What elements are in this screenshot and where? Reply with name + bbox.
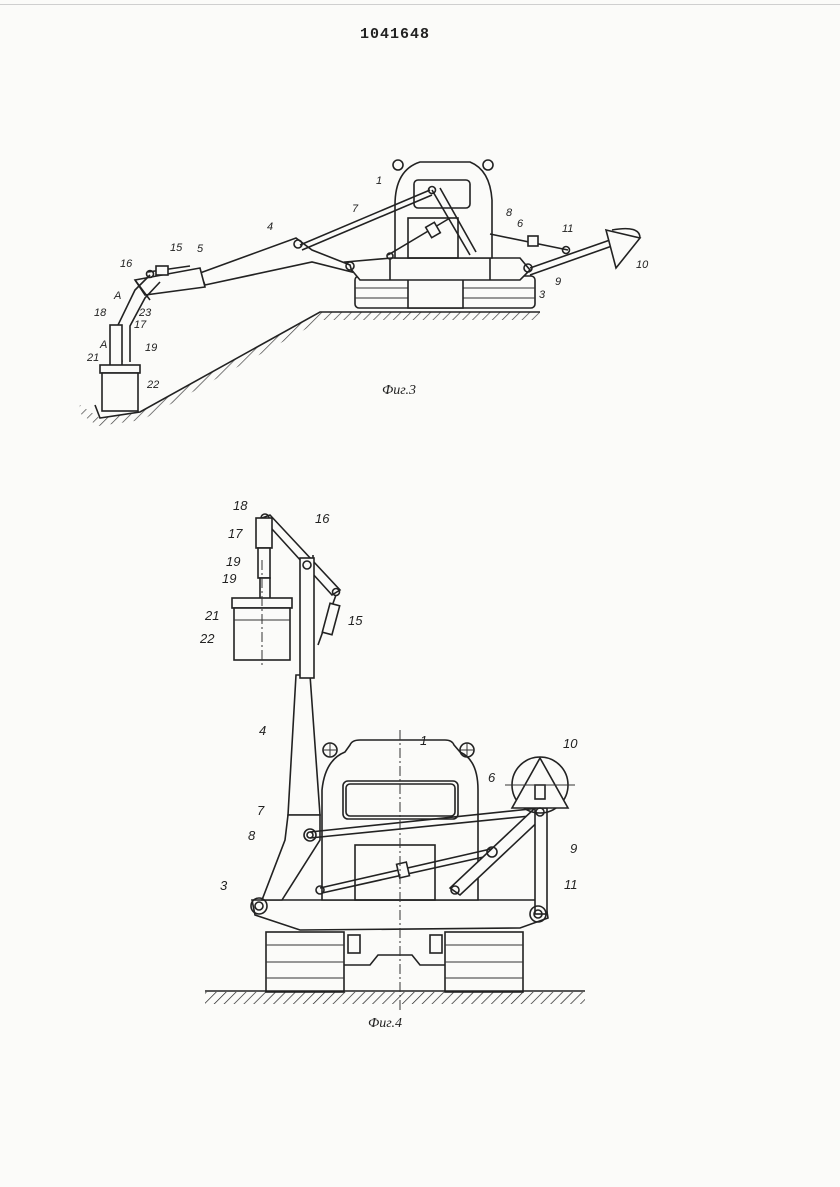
track-fig3	[354, 275, 536, 309]
svg-text:4: 4	[259, 723, 266, 738]
svg-text:8: 8	[506, 207, 513, 219]
unit-10-fig3	[604, 228, 642, 270]
svg-text:18: 18	[233, 498, 248, 513]
svg-text:3: 3	[220, 878, 228, 893]
svg-text:8: 8	[248, 828, 256, 843]
figure-3: 1 7 8 6 11 10 9 3 4 5 15 16 A 18 23 17 A…	[78, 159, 649, 426]
bucket-22-fig3	[101, 372, 139, 412]
svg-text:21: 21	[204, 608, 219, 623]
svg-text:15: 15	[348, 613, 363, 628]
svg-text:11: 11	[564, 877, 578, 892]
post-fig4	[299, 557, 315, 679]
svg-text:17: 17	[228, 526, 243, 541]
svg-text:6: 6	[517, 218, 524, 230]
patent-number: 1041648	[360, 26, 431, 43]
figure-3-caption: Фиг.3	[382, 383, 416, 398]
track-fig4	[265, 931, 524, 993]
ground-fig4	[205, 990, 585, 1004]
page-top-border	[0, 4, 840, 5]
cylinder-15-fig3	[147, 265, 191, 273]
figure-4: 1 4 7 8 3 6 10 9 11 18 16 17 19 19 21 22…	[199, 498, 585, 1031]
arm-9-fig3	[529, 239, 611, 269]
labels-fig3: 1 7 8 6 11 10 9 3 4 5 15 16 A 18 23 17 A…	[86, 175, 649, 398]
svg-text:1: 1	[376, 175, 382, 187]
telescope-17-fig3	[109, 324, 123, 368]
svg-text:A: A	[113, 290, 121, 302]
svg-text:22: 22	[199, 631, 215, 646]
svg-text:21: 21	[86, 352, 99, 364]
cylinder-8-fig3	[387, 217, 451, 256]
svg-text:6: 6	[488, 770, 496, 785]
figure-4-caption: Фиг.4	[368, 1016, 402, 1031]
svg-text:19: 19	[145, 342, 157, 354]
svg-text:9: 9	[555, 276, 561, 288]
svg-text:1: 1	[420, 733, 427, 748]
ground-fig3	[78, 311, 540, 426]
telescope-17-fig4	[255, 517, 273, 601]
boom-4-fig4	[260, 555, 321, 901]
svg-text:7: 7	[352, 203, 359, 215]
cylinder-15-fig4	[317, 594, 341, 646]
svg-text:A: A	[99, 339, 107, 351]
svg-text:17: 17	[134, 319, 147, 331]
svg-text:15: 15	[170, 242, 183, 254]
strut-6-fig3	[431, 189, 471, 256]
svg-text:18: 18	[94, 307, 107, 319]
svg-text:16: 16	[120, 258, 133, 270]
rod-7-fig4	[309, 807, 541, 833]
labels-fig4: 1 4 7 8 3 6 10 9 11 18 16 17 19 19 21 22…	[199, 498, 578, 1031]
arm-9-fig4	[534, 807, 548, 915]
svg-text:19: 19	[222, 571, 236, 586]
svg-text:4: 4	[267, 221, 273, 233]
rod-7-fig3	[299, 189, 431, 246]
svg-text:19: 19	[226, 554, 240, 569]
svg-text:9: 9	[570, 841, 577, 856]
svg-text:5: 5	[197, 243, 204, 255]
pivots-fig3	[145, 185, 571, 279]
frame-3-fig3	[343, 257, 532, 281]
pivots-fig4	[250, 807, 547, 923]
unit-10-fig4	[505, 756, 575, 814]
svg-text:22: 22	[146, 379, 159, 391]
svg-text:23: 23	[138, 307, 152, 319]
svg-text:10: 10	[636, 259, 649, 271]
svg-text:3: 3	[539, 289, 546, 301]
svg-text:7: 7	[257, 803, 265, 818]
svg-text:10: 10	[563, 736, 578, 751]
svg-text:11: 11	[562, 223, 573, 235]
svg-text:16: 16	[315, 511, 330, 526]
